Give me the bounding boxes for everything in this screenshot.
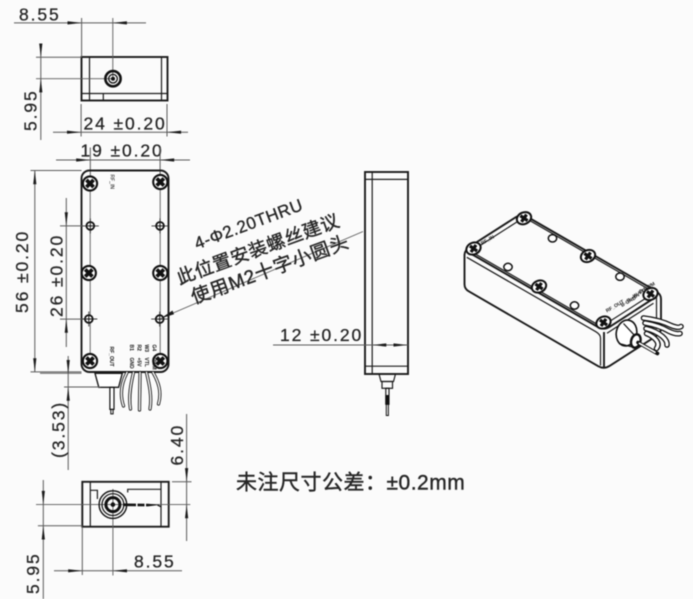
svg-text:W3: W3	[143, 345, 149, 353]
svg-text:未注尺寸公差：±0.2mm: 未注尺寸公差：±0.2mm	[236, 472, 465, 495]
svg-text:5.95: 5.95	[23, 552, 43, 594]
svg-text:RF_IN: RF_IN	[109, 175, 115, 190]
svg-text:G4: G4	[151, 345, 157, 352]
svg-text:6.40: 6.40	[167, 424, 187, 466]
svg-text:5.95: 5.95	[21, 89, 41, 131]
svg-text:B1: B1	[128, 345, 134, 352]
svg-text:PWM: PWM	[151, 358, 157, 370]
svg-text:19 ±0.20: 19 ±0.20	[81, 141, 164, 161]
svg-text:VTL: VTL	[143, 358, 149, 367]
svg-text:RF_OUT: RF_OUT	[108, 347, 114, 367]
svg-text:12 ±0.20: 12 ±0.20	[280, 325, 363, 345]
svg-text:26 ±0.20: 26 ±0.20	[47, 234, 67, 317]
svg-text:24 ±0.20: 24 ±0.20	[84, 114, 167, 134]
svg-text:8.55: 8.55	[134, 552, 176, 572]
svg-text:(3.53): (3.53)	[49, 401, 69, 458]
svg-text:+5V: +5V	[136, 358, 142, 368]
svg-text:R2: R2	[136, 345, 142, 352]
svg-text:GND: GND	[128, 358, 134, 370]
svg-text:8.55: 8.55	[19, 5, 61, 25]
svg-text:56 ±0.20: 56 ±0.20	[12, 230, 32, 313]
